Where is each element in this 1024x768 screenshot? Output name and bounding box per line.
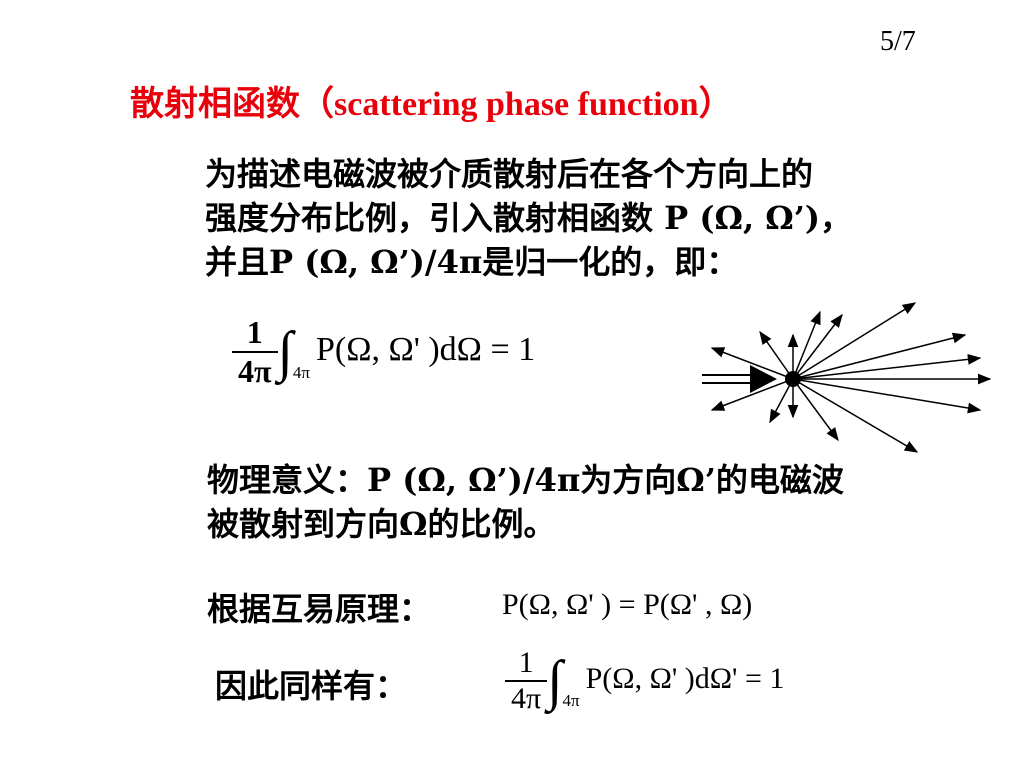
scatter-ray [710, 378, 794, 411]
reciprocity-equation: P(Ω, Ω' ) = P(Ω' , Ω) [502, 588, 753, 621]
equation-body: P(Ω, Ω' )dΩ' = 1 [585, 661, 785, 695]
scatter-ray [792, 378, 982, 414]
integral-sign: ∫ [277, 321, 293, 383]
fraction-denominator: 4π [238, 353, 272, 389]
fraction-denominator: 4π [511, 682, 542, 715]
meaning-line-2: 被散射到方向Ω的比例。 [207, 505, 556, 543]
intro-paragraph: 为描述电磁波被介质散射后在各个方向上的 强度分布比例，引入散射相函数 P (Ω,… [205, 152, 852, 284]
scatter-ray [769, 378, 794, 424]
scatter-ray [710, 347, 794, 380]
incident-beam-arrowhead [750, 365, 777, 393]
page-number: 5/7 [880, 26, 916, 57]
slide-title: 散射相函数（scattering phase function） [130, 76, 733, 125]
scatter-ray [792, 310, 821, 380]
integral-sign: ∫ [547, 650, 563, 712]
scatter-ray [759, 330, 794, 380]
equation-body: P(Ω, Ω' )dΩ = 1 [315, 330, 536, 368]
scatter-ray [792, 313, 843, 380]
scattering-diagram [702, 302, 992, 453]
title-close-paren: ） [698, 84, 733, 124]
integral-subscript: 4π [562, 690, 580, 710]
integral-subscript: 4π [292, 362, 310, 382]
scatter-ray [792, 332, 967, 380]
fraction-numerator: 1 [505, 646, 548, 682]
title-chinese: 散射相函数（ [130, 84, 334, 124]
scatter-ray [792, 302, 917, 380]
intro-line-3: 并且P (Ω, Ω’)/4π是归一化的，即： [205, 243, 739, 281]
equation-fraction: 1 4π [232, 314, 278, 390]
meaning-line-1: 物理意义：P (Ω, Ω’)/4π为方向Ω’的电磁波 [207, 461, 844, 499]
scatter-ray [792, 378, 919, 453]
scattered-rays [710, 302, 992, 453]
therefore-label: 因此同样有： [215, 667, 408, 705]
scatter-ray [792, 378, 839, 442]
equation-fraction: 1 4π [505, 646, 548, 716]
reciprocity-label: 根据互易原理： [207, 590, 432, 628]
scatter-ray [792, 353, 982, 380]
physical-meaning-paragraph: 物理意义：P (Ω, Ω’)/4π为方向Ω’的电磁波 被散射到方向Ω的比例。 [207, 458, 844, 546]
title-english: scattering phase function [334, 86, 699, 123]
fraction-numerator: 1 [232, 314, 278, 353]
normalization-equation: 1 4π ∫4πP(Ω, Ω' )dΩ = 1 [232, 314, 535, 390]
intro-line-2: 强度分布比例，引入散射相函数 P (Ω, Ω’)， [205, 199, 853, 237]
intro-line-1: 为描述电磁波被介质散射后在各个方向上的 [205, 155, 814, 193]
second-normalization-equation: 1 4π ∫4πP(Ω, Ω' )dΩ' = 1 [505, 646, 784, 716]
